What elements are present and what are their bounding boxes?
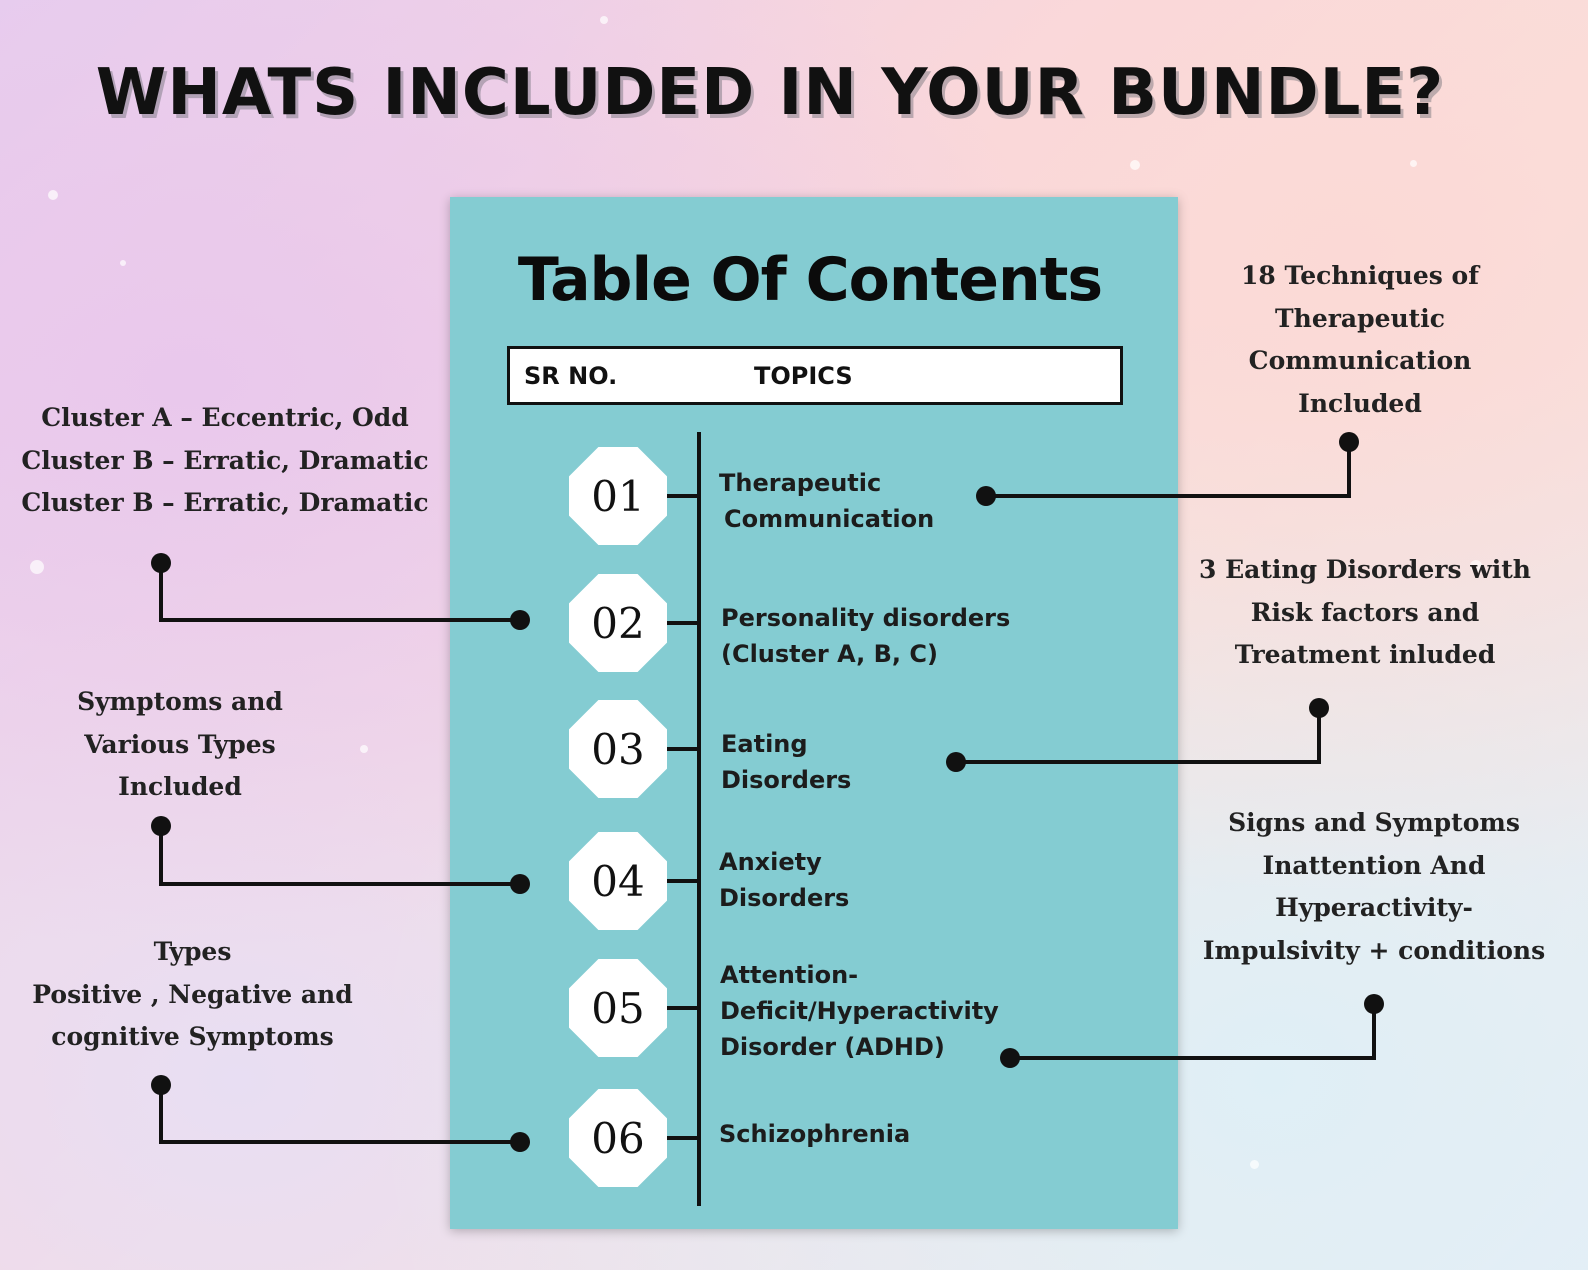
- topic-line: Personality disorders: [721, 604, 1011, 632]
- note-line: Therapeutic: [1275, 303, 1445, 333]
- number-badge-06: 06: [569, 1089, 667, 1187]
- page-title: WHATS INCLUDED IN YOUR BUNDLE?: [95, 56, 1445, 130]
- connector-eating: [956, 708, 1321, 764]
- note-line: Inattention And: [1262, 850, 1486, 880]
- connector-dot: [151, 816, 171, 836]
- topic-line: Disorder (ADHD): [720, 1033, 945, 1061]
- toc-title: Table Of Contents: [517, 245, 1103, 315]
- note-line: Types: [153, 937, 232, 966]
- connector-dot: [1339, 432, 1359, 452]
- connector-dot: [946, 752, 966, 772]
- toc-header: SR NO. TOPICS: [507, 346, 1123, 405]
- topic-schizophrenia: Schizophrenia: [719, 1116, 910, 1152]
- sparkle: [600, 16, 608, 24]
- connector-personality: [159, 563, 520, 622]
- sparkle: [48, 190, 58, 200]
- connector-dot: [510, 1132, 530, 1152]
- header-sr-no: SR NO.: [524, 362, 618, 390]
- sparkle: [120, 260, 126, 266]
- number-badge-05: 05: [569, 959, 667, 1057]
- topic-line: (Cluster A, B, C): [721, 640, 938, 668]
- connector-dot: [151, 553, 171, 573]
- connector-dot: [151, 1075, 171, 1095]
- note-line: Included: [118, 772, 242, 801]
- topic-therapeutic-communication: Therapeutic Communication: [719, 465, 934, 537]
- topic-line: Attention-: [720, 961, 859, 989]
- number-badge-04: 04: [569, 832, 667, 930]
- sparkle: [1410, 160, 1417, 167]
- topic-line: Communication: [724, 505, 935, 533]
- sparkle: [30, 560, 44, 574]
- topic-personality-disorders: Personality disorders (Cluster A, B, C): [721, 600, 1010, 672]
- topic-line: Disorders: [719, 884, 850, 912]
- topic-line: Disorders: [721, 766, 852, 794]
- note-line: Cluster A – Eccentric, Odd: [41, 403, 409, 432]
- note-line: cognitive Symptoms: [51, 1022, 334, 1051]
- topic-eating-disorders: Eating Disorders: [721, 726, 851, 798]
- connector-adhd: [1010, 1004, 1376, 1060]
- number-badge-02: 02: [569, 574, 667, 672]
- topic-anxiety-disorders: Anxiety Disorders: [719, 844, 849, 916]
- note-line: Cluster B – Erratic, Dramatic: [21, 445, 429, 475]
- topic-line: Therapeutic: [719, 469, 882, 497]
- sparkle: [360, 745, 368, 753]
- note-line: Symptoms and: [77, 687, 283, 716]
- note-line: Cluster B – Erratic, Dramatic: [21, 488, 429, 517]
- topic-line: Eating: [721, 730, 808, 758]
- note-line: Signs and Symptoms: [1228, 808, 1520, 837]
- sparkle: [1470, 560, 1482, 572]
- note-line: Various Types: [84, 729, 276, 759]
- note-eating: 3 Eating Disorders with Risk factors and…: [1180, 549, 1550, 677]
- note-line: 18 Techniques of: [1241, 261, 1479, 290]
- note-anxiety: Symptoms and Various Types Included: [35, 681, 325, 809]
- number-badge-03: 03: [569, 700, 667, 798]
- note-line: Risk factors and: [1250, 597, 1480, 627]
- topic-line: Anxiety: [719, 848, 822, 876]
- note-schizophrenia: Types Positive , Negative and cognitive …: [20, 931, 365, 1059]
- connector-therapeutic: [986, 442, 1351, 498]
- number-badge-01: 01: [569, 447, 667, 545]
- connector-anxiety: [159, 826, 520, 886]
- connector-schizophrenia: [159, 1085, 520, 1144]
- note-line: Treatment inluded: [1234, 640, 1496, 669]
- note-adhd: Signs and Symptoms Inattention And Hyper…: [1188, 802, 1560, 972]
- connector-dot: [1309, 698, 1329, 718]
- note-line: Included: [1298, 388, 1422, 418]
- connector-dot: [976, 486, 996, 506]
- note-personality: Cluster A – Eccentric, Odd Cluster B – E…: [20, 397, 430, 525]
- note-therapeutic: 18 Techniques of Therapeutic Communicati…: [1195, 255, 1525, 425]
- connector-dot: [510, 610, 530, 630]
- note-line: Hyperactivity-: [1275, 893, 1473, 922]
- connector-dot: [510, 874, 530, 894]
- note-line: 3 Eating Disorders with: [1199, 555, 1531, 584]
- connector-dot: [1000, 1048, 1020, 1068]
- topic-line: Deficit/Hyperactivity: [720, 997, 999, 1025]
- note-line: Communication: [1248, 346, 1472, 375]
- sparkle: [1250, 1160, 1259, 1169]
- topic-adhd: Attention- Deficit/Hyperactivity Disorde…: [720, 957, 999, 1065]
- topic-line: Schizophrenia: [719, 1120, 911, 1148]
- header-topics: TOPICS: [754, 362, 853, 390]
- note-line: Impulsivity + conditions: [1202, 935, 1546, 965]
- note-line: Positive , Negative and: [32, 979, 353, 1009]
- connector-dot: [1364, 994, 1384, 1014]
- sparkle: [1130, 160, 1140, 170]
